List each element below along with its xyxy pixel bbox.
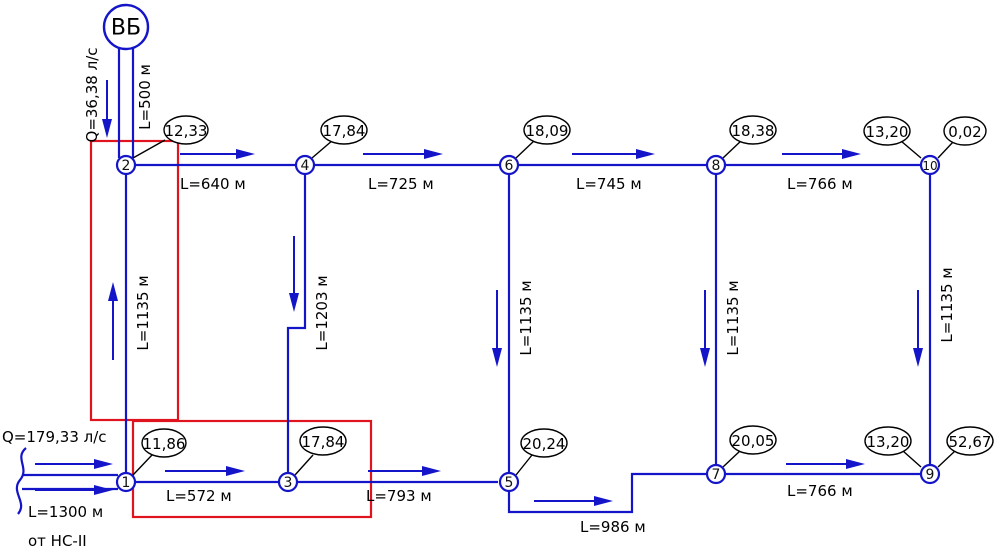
node-3: 3 xyxy=(277,471,299,493)
node-2: 2 xyxy=(115,154,137,176)
svg-text:6: 6 xyxy=(505,158,514,174)
svg-text:3: 3 xyxy=(284,475,293,491)
bubble-node-10-right: 0,02 xyxy=(943,116,987,146)
bubble-node-7: 20,05 xyxy=(729,425,777,455)
bubble-node-6: 18,09 xyxy=(523,115,571,145)
length-label-3-5: L=793 м xyxy=(366,487,432,505)
length-label-3-4: L=1203 м xyxy=(313,275,331,350)
length-label-7-9: L=766 м xyxy=(787,482,853,500)
arrow-icon xyxy=(102,80,112,138)
length-label-6-8: L=745 м xyxy=(576,175,642,193)
inlet-break-line xyxy=(15,447,27,515)
svg-text:8: 8 xyxy=(712,158,721,174)
node-7: 7 xyxy=(705,463,727,485)
svg-text:18,38: 18,38 xyxy=(732,122,775,140)
svg-text:17,84: 17,84 xyxy=(323,122,366,140)
length-label-8-10: L=766 м xyxy=(787,175,853,193)
arrow-icon xyxy=(108,282,118,360)
node-5: 5 xyxy=(498,471,520,493)
water-tower-circle xyxy=(102,3,150,51)
water-tower-label: ВБ xyxy=(111,16,141,41)
pipe-3-4 xyxy=(286,165,307,482)
node-8: 8 xyxy=(705,154,727,176)
svg-text:20,05: 20,05 xyxy=(732,432,775,450)
inlet-flow-label: Q=179,33 л/с xyxy=(2,428,107,446)
node-1: 1 xyxy=(115,471,137,493)
arrow-icon xyxy=(165,466,245,476)
arrow-icon xyxy=(363,149,443,159)
length-label-7-8: L=1135 м xyxy=(724,280,742,355)
node-9: 9 xyxy=(919,463,941,485)
node-10: 10 xyxy=(919,154,941,176)
length-label-4-6: L=725 м xyxy=(368,175,434,193)
svg-text:11,86: 11,86 xyxy=(143,435,186,453)
highlight-box-pipe-1-3 xyxy=(131,419,373,519)
bubble-node-9-right: 52,67 xyxy=(946,426,994,456)
arrow-icon xyxy=(700,290,710,367)
inlet-labels: Q=179,33 л/с L=1300 м от НС-II xyxy=(2,428,107,550)
arrow-icon xyxy=(180,149,255,159)
water-tower: ВБ xyxy=(102,3,150,51)
arrow-icon xyxy=(913,290,923,367)
arrow-icon xyxy=(289,236,299,312)
length-label-1-3: L=572 м xyxy=(166,487,232,505)
bubble-node-5: 20,24 xyxy=(520,428,568,458)
pressure-bubbles: 12,33 17,84 18,09 18,38 13,20 0,02 11,86… xyxy=(141,115,994,458)
inlet-length-label: L=1300 м xyxy=(28,503,103,521)
svg-text:13,20: 13,20 xyxy=(866,123,909,141)
bubble-node-8: 18,38 xyxy=(729,115,777,145)
node-6: 6 xyxy=(498,154,520,176)
svg-text:4: 4 xyxy=(301,158,310,174)
bubble-node-3: 17,84 xyxy=(299,426,347,456)
tower-length-label: L=500 м xyxy=(136,64,154,130)
arrow-icon xyxy=(786,459,865,469)
flow-arrows xyxy=(35,80,923,506)
length-label-1-2: L=1135 м xyxy=(134,275,152,350)
length-label-5-7: L=986 м xyxy=(580,518,646,536)
svg-text:5: 5 xyxy=(505,475,514,491)
bubble-node-9: 13,20 xyxy=(864,426,912,456)
bubble-node-10: 13,20 xyxy=(863,116,911,146)
arrow-icon xyxy=(368,466,441,476)
svg-text:12,33: 12,33 xyxy=(165,122,208,140)
inlet-source-label: от НС-II xyxy=(28,532,87,550)
svg-text:18,09: 18,09 xyxy=(526,122,569,140)
arrow-icon xyxy=(492,290,502,367)
node-4: 4 xyxy=(294,154,316,176)
arrow-icon xyxy=(534,496,613,506)
pipe-5-7 xyxy=(507,472,716,514)
length-label-2-4: L=640 м xyxy=(180,175,246,193)
svg-text:52,67: 52,67 xyxy=(949,433,992,451)
svg-text:9: 9 xyxy=(926,467,935,483)
length-label-5-6: L=1135 м xyxy=(517,280,535,355)
leader-lines xyxy=(132,139,956,476)
svg-text:1: 1 xyxy=(122,475,131,491)
svg-text:20,24: 20,24 xyxy=(523,435,566,453)
svg-text:10: 10 xyxy=(922,159,937,173)
bubble-node-1: 11,86 xyxy=(141,428,187,458)
svg-text:0,02: 0,02 xyxy=(948,123,981,141)
pipes xyxy=(15,45,932,515)
svg-text:7: 7 xyxy=(712,467,721,483)
nodes: 1 2 3 4 5 6 7 8 9 10 xyxy=(115,154,941,493)
arrow-icon xyxy=(35,485,113,495)
bubble-node-2: 12,33 xyxy=(163,115,209,145)
tower-flow-label: Q=36,38 л/с xyxy=(83,48,101,143)
arrow-icon xyxy=(35,459,113,469)
length-labels: L=640 м L=725 м L=745 м L=766 м L=572 м … xyxy=(83,48,956,536)
svg-text:13,20: 13,20 xyxy=(867,433,910,451)
arrow-icon xyxy=(572,149,655,159)
svg-text:2: 2 xyxy=(122,158,131,174)
svg-text:17,84: 17,84 xyxy=(302,433,345,451)
bubble-node-4: 17,84 xyxy=(320,115,368,145)
length-label-9-10: L=1135 м xyxy=(938,267,956,342)
arrow-icon xyxy=(782,149,861,159)
